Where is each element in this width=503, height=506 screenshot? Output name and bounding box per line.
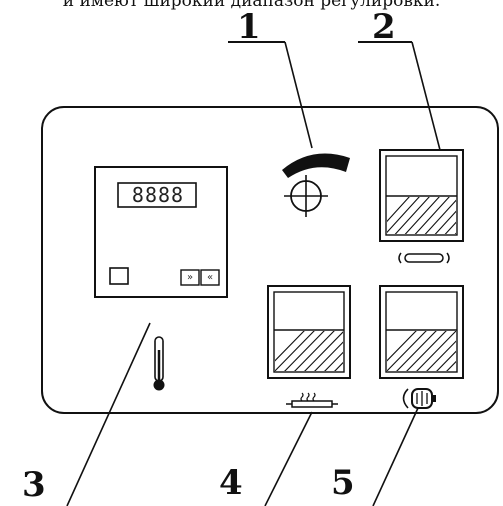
motor-icon (402, 388, 436, 409)
caption-fragment: и имеют широкий диапазон регулировки. (62, 0, 441, 11)
switch-4-hatch (275, 331, 343, 371)
callout-label-3: 3 (22, 465, 46, 505)
rocker-switch-5[interactable] (379, 285, 464, 379)
rocker-switch-2[interactable] (379, 149, 464, 242)
switch-5-hatch (387, 331, 456, 371)
leader-line-3 (66, 322, 151, 506)
down-key-glyph: » (186, 272, 194, 283)
leader-line-1 (284, 41, 313, 149)
controller-small-button[interactable] (109, 267, 129, 285)
temperature-controller (94, 166, 228, 298)
thermometer-icon (153, 336, 165, 391)
heater-icon (286, 392, 338, 408)
callout-label-4: 4 (219, 463, 243, 503)
callout-label-1: 1 (237, 7, 261, 47)
panel-outline (41, 106, 499, 414)
up-key-glyph: « (206, 272, 214, 283)
callout-label-2: 2 (372, 7, 396, 47)
crosshair-knob-icon[interactable] (284, 175, 328, 217)
leader-line-5 (372, 407, 419, 506)
rocker-switch-4[interactable] (267, 285, 351, 379)
controller-down-key[interactable] (180, 269, 200, 286)
switch-2-hatch (387, 197, 456, 234)
callout-label-5: 5 (331, 463, 355, 503)
roller-icon (398, 252, 450, 264)
leader-line-4 (264, 411, 313, 506)
controller-display-frame (117, 182, 197, 208)
leader-line-2 (411, 41, 441, 151)
knob-arc-scale (282, 153, 350, 178)
controller-up-key[interactable] (200, 269, 220, 286)
controller-display-digits: 8888 (131, 183, 185, 207)
